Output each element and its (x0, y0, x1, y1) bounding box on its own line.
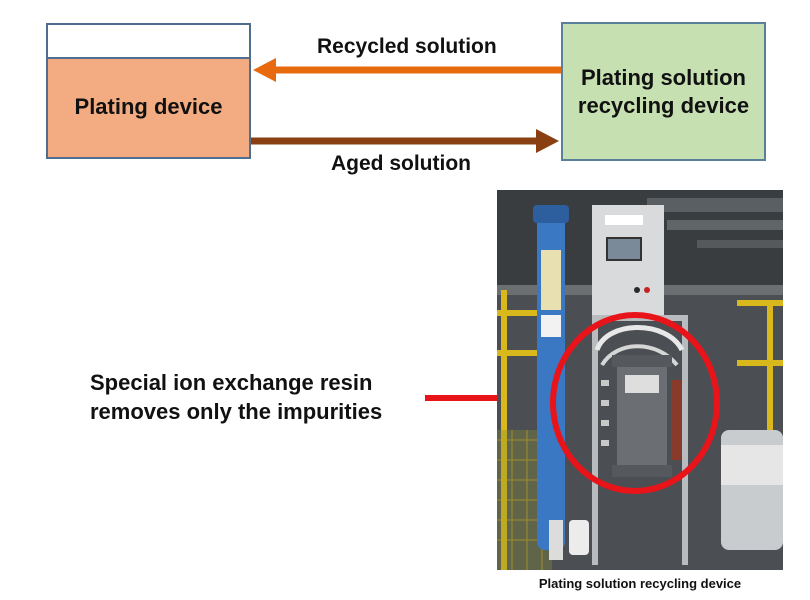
plating-device-label: Plating device (74, 94, 223, 119)
aged-solution-arrow (251, 129, 559, 153)
callout-line-1: Special ion exchange resin (90, 370, 373, 395)
equipment-photo (497, 190, 783, 570)
plating-device-fill (48, 57, 249, 157)
recycling-device-label-line2: recycling device (577, 92, 750, 118)
callout-line-2: removes only the impurities (90, 399, 383, 425)
recycling-device-label-line1: Plating solution (581, 65, 746, 90)
highlight-circle (550, 312, 720, 494)
aged-solution-label: Aged solution (331, 152, 471, 175)
recycled-solution-label: Recycled solution (317, 35, 497, 58)
photo-caption: Plating solution recycling device (538, 576, 742, 591)
callout-text: Special ion exchange resin removes only … (90, 368, 382, 426)
recycling-device-box: Plating solution recycling device (561, 22, 766, 161)
recycled-solution-arrow (253, 58, 561, 82)
